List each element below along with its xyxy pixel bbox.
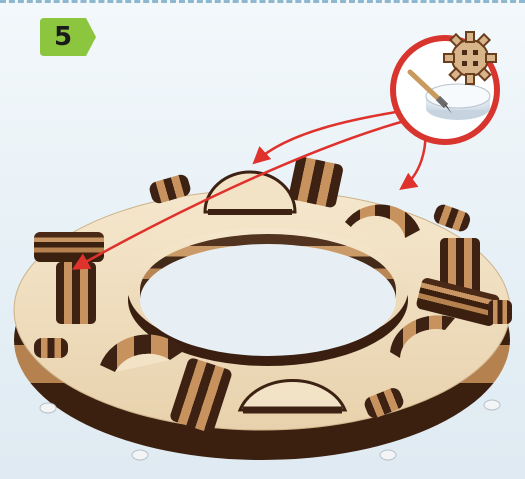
glue-inset <box>393 32 497 142</box>
block-left <box>56 262 96 324</box>
arch-piece-back-left <box>205 172 295 212</box>
gear-piece-icon <box>444 32 496 84</box>
inner-hole <box>140 244 396 356</box>
glue-pot-icon <box>426 84 490 120</box>
